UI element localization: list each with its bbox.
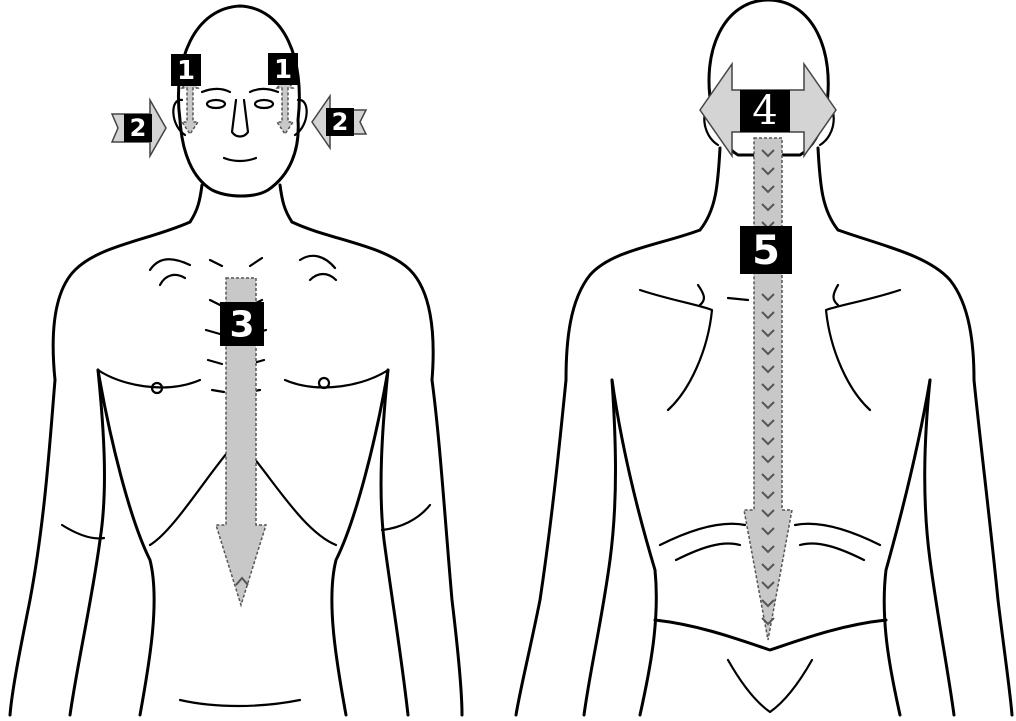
marker-1-left-arrow [182, 78, 198, 134]
front-left-pec [98, 370, 200, 387]
marker-5-arrow [744, 138, 792, 640]
marker-2-right-label: 2 [332, 108, 349, 136]
front-right-brow [250, 89, 278, 92]
front-left-arm-inner [70, 370, 104, 715]
front-nose [232, 100, 248, 137]
front-left-elbow [62, 525, 104, 538]
marker-1-right-label: 1 [274, 55, 292, 85]
front-right-shoulder [292, 222, 433, 380]
back-torso-left [612, 380, 656, 715]
marker-4-badge: 4 [740, 88, 790, 134]
front-head-outline [178, 6, 299, 196]
front-right-eye [255, 100, 273, 108]
marker-2-right-arrow: 2 [312, 96, 366, 148]
back-neck-right [818, 148, 838, 230]
front-waist [180, 700, 300, 706]
marker-2-left-label: 2 [130, 114, 147, 142]
front-right-arm-inner [381, 370, 408, 715]
front-neck-right [280, 185, 292, 222]
front-torso-left [98, 370, 154, 715]
marker-1-right-arrow [277, 78, 293, 134]
front-left-arm-outer [10, 380, 55, 715]
front-left-eye [207, 100, 225, 108]
back-neck-left [700, 148, 720, 230]
back-left-shoulder [566, 230, 700, 380]
front-neck-left [190, 185, 202, 222]
back-right-arm-outer [974, 380, 1012, 715]
front-right-arm-outer [432, 380, 462, 715]
front-left-shoulder [53, 222, 190, 380]
back-left-arm-inner [584, 380, 616, 715]
marker-2-left-arrow: 2 [112, 100, 166, 156]
front-right-elbow [382, 505, 430, 530]
back-torso-right [884, 380, 930, 715]
front-mouth [224, 158, 256, 161]
front-left-clavicle [150, 259, 190, 285]
back-right-scapula [826, 290, 900, 410]
marker-4-label: 4 [752, 88, 777, 134]
front-torso-right [332, 370, 388, 715]
marker-5-label: 5 [752, 228, 780, 274]
front-right-pec [285, 370, 388, 387]
front-left-brow [202, 89, 230, 92]
marker-1-right-badge: 1 [268, 53, 298, 85]
back-left-arm-outer [516, 380, 566, 715]
back-right-shoulder [838, 230, 974, 380]
back-left-scapula [640, 290, 712, 410]
marker-5-badge: 5 [740, 226, 792, 274]
back-right-arm-inner [925, 380, 954, 715]
marker-1-left-label: 1 [177, 56, 195, 86]
marker-1-left-badge: 1 [171, 54, 201, 86]
marker-3-label: 3 [229, 305, 254, 346]
marker-3-badge: 3 [220, 302, 264, 346]
front-right-clavicle [300, 256, 336, 280]
back-buttock-cleft [728, 660, 812, 712]
